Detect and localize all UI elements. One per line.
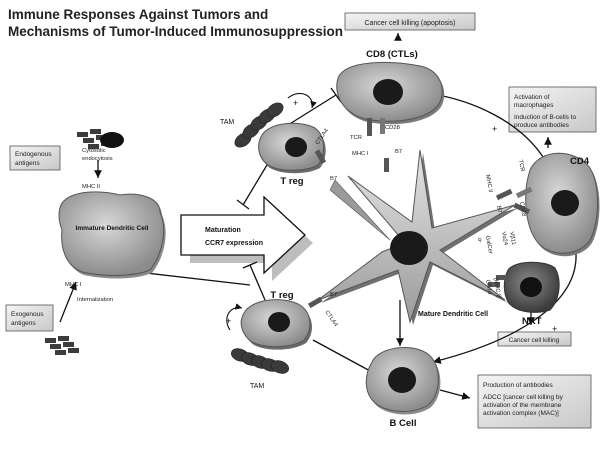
bcell-effect-box: Production of antibodies ADCC [cancer ce… — [477, 374, 592, 429]
endogenous-antigens-box: Endogenous antigens — [9, 145, 61, 171]
tam-bottom-cell: TAM — [230, 348, 290, 390]
bcell-effect-line-1: Production of antibodies — [483, 382, 553, 389]
cd28-cd8-label: CD28 — [385, 125, 400, 131]
bcell-nucleus — [388, 367, 416, 393]
mhc1-cd8-label: MHC I — [352, 151, 369, 157]
tam-bottom-stimulation-icon: + — [226, 303, 243, 331]
cd4-cell: CD4 — [513, 152, 600, 257]
connector-lines — [59, 33, 577, 400]
title-line-2: Mechanisms of Tumor-Induced Immunosuppre… — [8, 24, 344, 39]
treg-bottom-label: T reg — [270, 290, 293, 301]
b-cell: B Cell — [365, 346, 441, 429]
cd4-label: CD4 — [570, 156, 590, 167]
cd4-effect-line-3: Induction of B-cells to — [514, 114, 577, 121]
cd8-effect-text: Cancer cell killing (apoptosis) — [364, 20, 455, 27]
cd8-effect-box: Cancer cell killing (apoptosis) — [344, 12, 476, 31]
treg-bottom-nucleus — [268, 312, 290, 332]
cd8-nucleus — [373, 79, 403, 105]
nkt-effect-box: Cancer cell killing — [497, 331, 572, 347]
immature-dc-label: Immature Dendritic Cell — [76, 225, 149, 232]
treg-bottom-cell: T reg — [240, 290, 323, 350]
b7-cd4-label: B7 — [495, 205, 502, 213]
bcell-effect-line-3: activation of the membrane — [483, 402, 562, 409]
mhc2-left-label: MHC II — [82, 184, 100, 190]
bcell-effect-line-2: ADCC [cancer cell killing by — [483, 394, 564, 401]
plus-cd4-bottom: + — [552, 324, 557, 334]
bcell-effect-line-4: activation complex (MAC)] — [483, 410, 559, 417]
cd28-cd4-label: CD28 — [518, 201, 526, 217]
cd8-cell: CD8 (CTLs) — [336, 49, 445, 136]
b7-top-label: B7 — [330, 176, 337, 182]
tam-top-plus: + — [293, 98, 298, 108]
tcr-cd8-label: TCR — [350, 135, 362, 141]
maturation-arrow: Maturation CCR7 expression — [180, 195, 313, 281]
treg-top-cell: T reg — [258, 122, 327, 187]
plus-markers: + + — [492, 124, 557, 334]
nkt-effect-text: Cancer cell killing — [509, 337, 560, 344]
tcr-cd4-label: TCR — [517, 159, 525, 172]
cd4-effect-box: Activation of macrophages Induction of B… — [508, 86, 597, 133]
cytosolic-label-2: endocytosis — [82, 156, 113, 162]
tam-top-label: TAM — [220, 119, 234, 126]
diagram-title: Immune Responses Against Tumors and Mech… — [8, 6, 348, 40]
treg-top-nucleus — [285, 137, 307, 157]
mature-dc-label: Mature Dendritic Cell — [418, 311, 488, 318]
alpha-label: α- — [476, 237, 483, 243]
maturation-label: Maturation — [205, 227, 241, 234]
mhc1-nkt-label: (MHC I) — [492, 277, 501, 298]
tam-bottom-label: TAM — [250, 383, 264, 390]
endogenous-line-1: Endogenous — [15, 151, 52, 158]
tam-top-stimulation-icon: + — [287, 93, 317, 109]
treg-top-label: T reg — [280, 176, 303, 187]
vb11-label: Vβ11 — [508, 231, 516, 245]
nkt-cell: NKT — [496, 261, 560, 327]
ctla4-bottom-label: CTLA4 — [323, 310, 339, 329]
cd4-effect-line-2: macrophages — [514, 102, 554, 109]
mhc1-left-label: MHC I — [65, 282, 82, 288]
cd1d-label: CD1d — [484, 279, 492, 295]
title-line-1: Immune Responses Against Tumors and — [8, 7, 269, 22]
tam-top-cell: TAM — [220, 102, 284, 148]
exogenous-line-2: antigens — [11, 320, 36, 327]
exogenous-antigen-fragments — [45, 336, 79, 355]
plus-cd4-top: + — [492, 124, 497, 134]
cd4-effect-line-1: Activation of — [514, 94, 550, 101]
internalization-label: Internalization — [77, 297, 113, 303]
va24-label: Vα24 — [500, 231, 508, 246]
galcer-label: GalCer — [484, 235, 493, 254]
exogenous-antigens-box: Exogenous antigens — [5, 304, 54, 332]
b7-bottom-label: B7 — [330, 292, 337, 298]
nkt-label: NKT — [522, 316, 542, 327]
immature-dendritic-cell: Immature Dendritic Cell — [58, 191, 166, 279]
ccr7-label: CCR7 expression — [205, 240, 263, 247]
nkt-nucleus — [520, 277, 542, 297]
cd4-nucleus — [551, 190, 579, 216]
exogenous-line-1: Exogenous — [11, 311, 44, 318]
mature-dc-nucleus — [390, 231, 428, 265]
mhc2-right-label: MHC II — [484, 174, 493, 193]
mature-dendritic-cell: Mature Dendritic Cell — [317, 149, 518, 325]
cytosolic-label-1: Cytosolic — [82, 148, 106, 154]
cd8-label: CD8 (CTLs) — [366, 49, 418, 60]
tam-bottom-plus: + — [226, 316, 231, 326]
endogenous-line-2: antigens — [15, 160, 40, 167]
endogenous-antigen-fragments — [77, 129, 124, 149]
bcell-label: B Cell — [390, 418, 417, 429]
cd4-effect-line-4: produce antibodies — [514, 122, 570, 129]
b7-cd8-label: B7 — [395, 149, 402, 155]
